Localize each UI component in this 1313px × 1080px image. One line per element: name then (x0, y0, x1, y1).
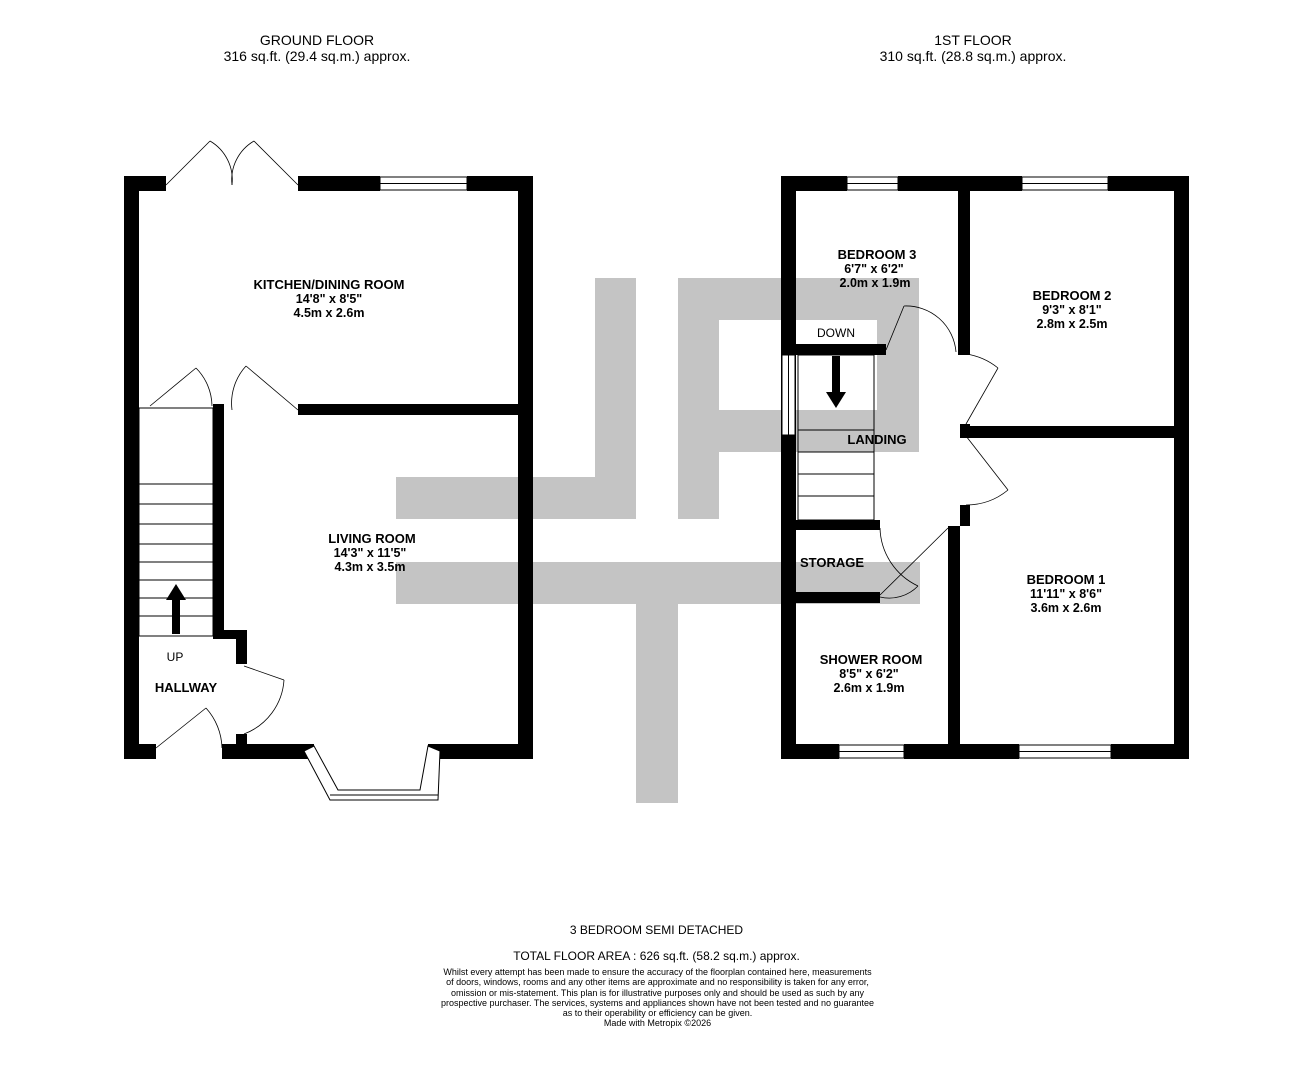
ground-floor-doors (149, 140, 299, 749)
hallway-name: HALLWAY (155, 680, 218, 695)
landing-name: LANDING (847, 432, 906, 447)
watermark-logo (396, 278, 920, 803)
disclaimer: Whilst every attempt has been made to en… (430, 967, 885, 1029)
living-name: LIVING ROOM (328, 531, 415, 546)
living-metric: 4.3m x 3.5m (335, 560, 406, 574)
ground-floor-stairs (138, 407, 214, 637)
bedroom3-imperial: 6'7" x 6'2" (844, 262, 904, 276)
first-floor-stairs (797, 354, 875, 521)
disclaimer-line: of doors, windows, rooms and any other i… (446, 977, 869, 988)
total-floor-area: TOTAL FLOOR AREA : 626 sq.ft. (58.2 sq.m… (513, 949, 800, 963)
shower-metric: 2.6m x 1.9m (834, 681, 905, 695)
bedroom2-imperial: 9'3" x 8'1" (1042, 303, 1102, 317)
bedroom1-name: BEDROOM 1 (1027, 572, 1106, 587)
first-floor-title: 1ST FLOOR (934, 32, 1012, 48)
ground-floor-title: GROUND FLOOR (259, 32, 375, 48)
ground-floor-walls (124, 176, 533, 759)
bedroom1-imperial: 11'11" x 8'6" (1030, 587, 1102, 601)
ground-floor-windows (303, 176, 468, 801)
disclaimer-line: omission or mis-statement. This plan is … (450, 987, 865, 998)
disclaimer-line: prospective purchaser. The services, sys… (440, 997, 875, 1008)
first-floor-walls (781, 176, 1189, 759)
bedroom3-metric: 2.0m x 1.9m (840, 276, 911, 290)
living-imperial: 14'3" x 11'5" (334, 546, 407, 560)
up-arrow-icon (166, 584, 186, 634)
ground-floor-heading: GROUND FLOOR 316 sq.ft. (29.4 sq.m.) app… (167, 32, 467, 64)
room-labels: KITCHEN/DINING ROOM 14'8" x 8'5" 4.5m x … (155, 247, 1112, 695)
kitchen-metric: 4.5m x 2.6m (294, 306, 365, 320)
first-floor-area: 310 sq.ft. (28.8 sq.m.) approx. (879, 48, 1067, 64)
made-with-credit: Made with Metropix ©2026 (603, 1018, 712, 1029)
ground-floor-area: 316 sq.ft. (29.4 sq.m.) approx. (223, 48, 411, 64)
down-label: DOWN (817, 326, 855, 340)
kitchen-imperial: 14'8" x 8'5" (296, 292, 363, 306)
first-floor-windows (781, 176, 1112, 759)
first-floor-doors (879, 305, 1009, 599)
bedroom2-name: BEDROOM 2 (1033, 288, 1112, 303)
bedroom3-name: BEDROOM 3 (838, 247, 917, 262)
up-label: UP (167, 650, 184, 664)
bedroom2-metric: 2.8m x 2.5m (1037, 317, 1108, 331)
first-floor-heading: 1ST FLOOR 310 sq.ft. (28.8 sq.m.) approx… (823, 32, 1123, 64)
disclaimer-line: as to their operability or efficiency ca… (562, 1008, 753, 1019)
disclaimer-line: Whilst every attempt has been made to en… (443, 967, 872, 977)
bedroom1-metric: 3.6m x 2.6m (1031, 601, 1102, 615)
storage-name: STORAGE (800, 555, 864, 570)
kitchen-name: KITCHEN/DINING ROOM (254, 277, 405, 292)
shower-name: SHOWER ROOM (820, 652, 923, 667)
down-arrow-icon (826, 356, 846, 408)
shower-imperial: 8'5" x 6'2" (839, 667, 899, 681)
property-type: 3 BEDROOM SEMI DETACHED (569, 923, 744, 937)
